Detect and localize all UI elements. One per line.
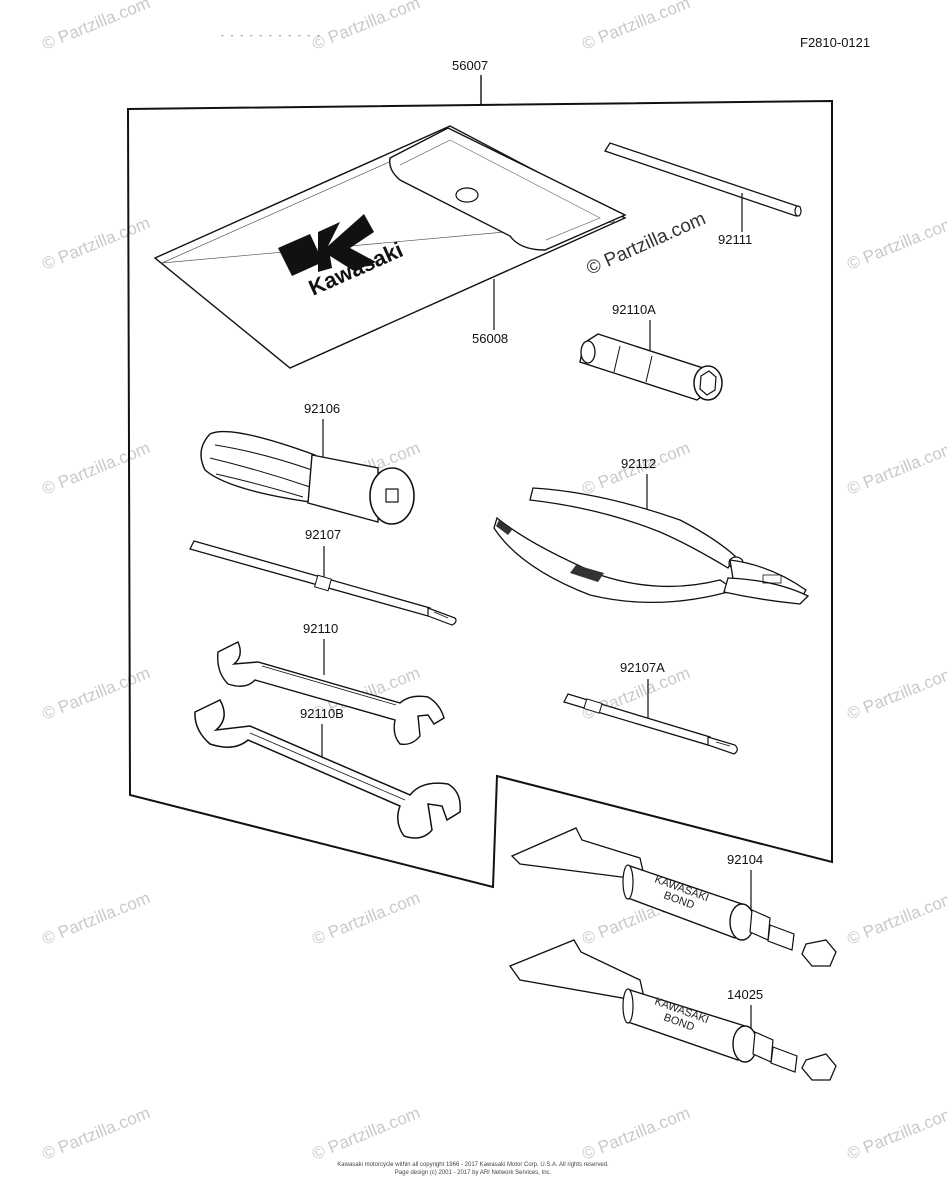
screwdriver-small <box>563 693 738 755</box>
callout-92107: 92107 <box>305 527 341 542</box>
copyright-line1: Kawasaki motorcycle within all copyright… <box>337 1162 609 1168</box>
watermark-text: © Partzilla.com <box>844 663 947 724</box>
figure-code: F2810-0121 <box>800 35 870 50</box>
callout-92104: 92104 <box>727 852 763 867</box>
watermark-text: © Partzilla.com <box>39 888 152 949</box>
watermark-text: © Partzilla.com <box>39 0 152 54</box>
watermark-text: © Partzilla.com <box>39 663 152 724</box>
watermark-text: © Partzilla.com <box>39 213 152 274</box>
watermark-text: © Partzilla.com <box>579 1103 692 1164</box>
callout-92112: 92112 <box>621 456 656 471</box>
watermark-text: © Partzilla.com <box>309 0 422 54</box>
watermark-text: © Partzilla.com <box>39 1103 152 1164</box>
watermark-text: © Partzilla.com <box>579 0 692 54</box>
bond-tube-lower: KAWASAKI BOND <box>508 939 837 1081</box>
callout-92110: 92110 <box>303 621 338 636</box>
watermark-text: © Partzilla.com <box>309 888 422 949</box>
callout-56007: 56007 <box>452 58 488 73</box>
callout-56008: 56008 <box>472 331 508 346</box>
spark-plug-wrench <box>579 333 723 401</box>
watermark-text: © Partzilla.com <box>844 213 947 274</box>
screwdriver-blade <box>189 540 457 626</box>
kit-frame <box>126 99 833 889</box>
watermark-text: © Partzilla.com <box>844 438 947 499</box>
open-end-wrench-large <box>194 699 461 839</box>
callout-92111: 92111 <box>718 232 752 247</box>
copyright-line2: Page design (c) 2001 - 2017 by ARI Netwo… <box>395 1170 552 1176</box>
callout-92110A: 92110A <box>612 302 656 317</box>
callout-14025: 14025 <box>727 987 763 1002</box>
watermark-text: © Partzilla.com <box>39 438 152 499</box>
bond-tube-upper: KAWASAKI BOND <box>510 827 837 967</box>
pliers <box>493 487 810 605</box>
watermark-text: © Partzilla.com <box>309 1103 422 1164</box>
callout-92110B: 92110B <box>300 706 344 721</box>
tool-pouch: Kawasaki <box>153 125 627 369</box>
open-end-wrench-small <box>217 641 445 746</box>
watermark-text: © Partzilla.com <box>844 888 947 949</box>
watermark-text: © Partzilla.com <box>844 1103 947 1164</box>
header-scan-marks: - - - - - - - - - - - <box>220 32 321 41</box>
callout-92107A: 92107A <box>620 660 665 675</box>
callout-92106: 92106 <box>304 401 340 416</box>
screwdriver-handle <box>200 430 415 525</box>
tommy-bar <box>604 142 802 232</box>
